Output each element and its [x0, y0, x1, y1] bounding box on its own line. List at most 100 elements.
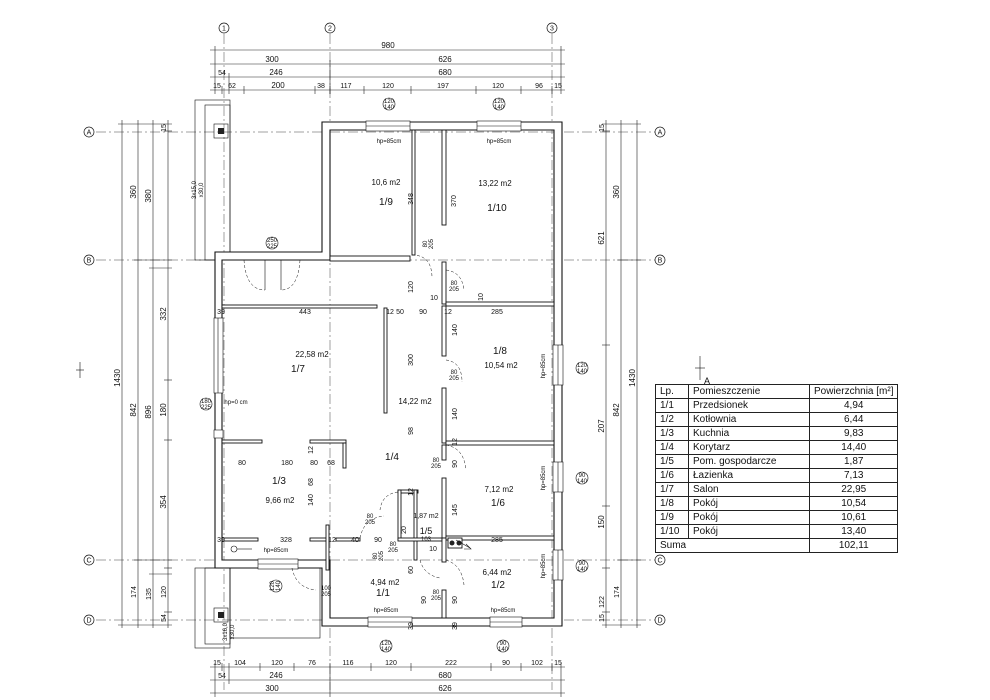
- dim-left-896: 896: [144, 405, 153, 419]
- legend-area: 10,54: [808, 496, 899, 511]
- legend-room: Pokój: [688, 524, 810, 539]
- window-top-2-width: 120: [494, 99, 505, 105]
- sill-label-right-3: hp=85cm: [541, 554, 547, 579]
- legend-area: 14,40: [808, 440, 899, 455]
- misc-symbols: A: [76, 356, 710, 553]
- dim-top-15a: 15: [213, 83, 221, 90]
- dim-68b: 68: [308, 478, 315, 486]
- legend-header-lp: Lp.: [655, 384, 689, 399]
- sill-label-top-1: hp=85cm: [377, 139, 402, 145]
- room-id-1-8: 1/8: [493, 346, 507, 357]
- dim-top-117: 117: [340, 83, 351, 90]
- dim-top-680: 680: [438, 68, 452, 77]
- dim-right-total: 1430: [628, 369, 637, 387]
- sill-label-kitchen: hp=85cm: [264, 548, 289, 554]
- dim-10b: 10: [478, 293, 485, 301]
- room-id-1-6: 1/6: [491, 498, 505, 509]
- legend-total-row: Suma 102,11: [655, 538, 899, 553]
- axis-markers: 1 2 3 A B C D A B C D: [83, 22, 666, 626]
- label-103: 103: [421, 537, 432, 543]
- legend-area: 22,95: [808, 482, 899, 497]
- axis-label-c-right: C: [657, 558, 662, 565]
- legend-header-room: Pomieszczenie: [688, 384, 810, 399]
- axis-label-c: C: [86, 558, 91, 565]
- dim-50: 50: [396, 309, 404, 316]
- dim-right-174: 174: [614, 586, 621, 598]
- room-id-1-2: 1/2: [491, 580, 505, 591]
- glass-door-width: 180: [201, 399, 212, 405]
- room-area-1-8: 10,54 m2: [484, 361, 518, 370]
- legend-area: 4,94: [808, 398, 899, 413]
- dim-285a: 285: [491, 309, 503, 316]
- dim-right-15a: 15: [599, 124, 606, 132]
- door-label-3-h: 205: [449, 376, 460, 382]
- dim-12a: 12: [386, 309, 394, 316]
- bottom-dimensions: 15 104 120 76 116 120 222 90 102 15 54 2…: [210, 660, 565, 697]
- dim-top-62: 62: [228, 83, 236, 90]
- sill-label-glass: hp=0 cm: [224, 400, 247, 406]
- right-dimensions: 15 621 207 150 122 15 360 842 174 1430: [597, 120, 641, 628]
- dim-bot-90: 90: [502, 660, 510, 667]
- dim-top-246: 246: [269, 68, 283, 77]
- dim-top-15b: 15: [554, 83, 562, 90]
- label-80s: 80: [390, 542, 397, 548]
- door-label-8-w: 80: [433, 590, 440, 596]
- legend-lp: 1/4: [655, 440, 689, 455]
- door-label-1-h: 205: [429, 238, 435, 249]
- dim-bot-246: 246: [269, 671, 283, 680]
- entrance-door-width: 250: [267, 238, 278, 244]
- dim-40: 40: [351, 537, 359, 544]
- dim-left-135: 135: [146, 588, 153, 600]
- door-label-1-w: 80: [423, 240, 429, 247]
- legend-room: Łazienka: [688, 468, 810, 483]
- door-label-8-h: 205: [431, 596, 442, 602]
- interior-dimensions: 348 370 120 10 10 39 443 12 50 90 12 285…: [217, 193, 503, 630]
- axis-label-2: 2: [328, 26, 332, 33]
- sill-label-top-2: hp=85cm: [487, 139, 512, 145]
- dim-39c: 39: [408, 622, 415, 630]
- room-area-1-1: 4,94 m2: [371, 578, 400, 587]
- axis-label-b: B: [87, 258, 92, 265]
- legend-room: Salon: [688, 482, 810, 497]
- dim-bot-15b: 15: [554, 660, 562, 667]
- dim-bot-116: 116: [342, 660, 353, 667]
- dim-left-380: 380: [144, 189, 153, 203]
- dim-39a: 39: [217, 309, 225, 316]
- legend-total-label: Suma: [655, 538, 810, 553]
- dim-top-300: 300: [265, 55, 279, 64]
- dim-120: 120: [408, 281, 415, 293]
- dim-bot-15a: 15: [213, 660, 221, 667]
- dim-12c: 12: [308, 446, 315, 454]
- dim-60: 60: [408, 566, 415, 574]
- axis-label-1: 1: [222, 26, 226, 33]
- window-bot-2-height: 140: [498, 647, 509, 653]
- dim-20: 20: [401, 526, 408, 534]
- walls: [214, 121, 563, 627]
- dim-left-842: 842: [129, 403, 138, 417]
- axis-label-d: D: [86, 618, 91, 625]
- legend-area: 13,40: [808, 524, 899, 539]
- legend-area: 7,13: [808, 468, 899, 483]
- window-right-2-width: 90: [579, 473, 586, 479]
- label-205s: 205: [388, 548, 399, 554]
- legend-room: Pom. gospodarcze: [688, 454, 810, 469]
- dim-bot-300: 300: [265, 684, 279, 693]
- window-right-1-height: 140: [577, 369, 588, 375]
- legend-room: Pokój: [688, 496, 810, 511]
- dim-bot-680: 680: [438, 671, 452, 680]
- dim-top-626: 626: [438, 55, 452, 64]
- door-label-4-h: 205: [431, 464, 442, 470]
- legend-area: 10,61: [808, 510, 899, 525]
- dim-39b: 39: [217, 537, 225, 544]
- dim-443: 443: [299, 309, 311, 316]
- window-kitchen-width: 120: [270, 580, 276, 591]
- dim-90a: 90: [419, 309, 427, 316]
- dim-bot-76: 76: [308, 660, 316, 667]
